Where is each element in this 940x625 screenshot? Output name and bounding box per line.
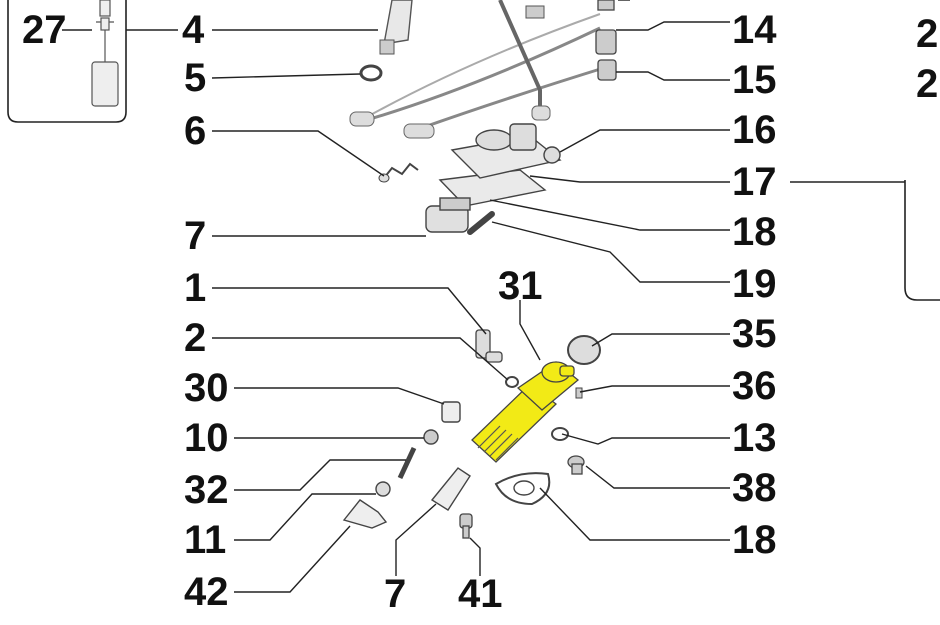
part-pump-element-highlighted xyxy=(471,361,580,463)
callout-11: 11 xyxy=(184,518,227,562)
part-fitting-38 xyxy=(567,455,585,475)
part-cap-35 xyxy=(567,335,601,365)
callout-41: 41 xyxy=(458,572,503,616)
part-tappet-7 xyxy=(430,467,471,511)
part-spring-coils xyxy=(477,425,519,461)
part-oring-13 xyxy=(551,427,569,441)
callout-30: 30 xyxy=(184,366,229,410)
leader-lines xyxy=(62,0,730,593)
callout-1: 1 xyxy=(184,266,207,310)
part-lever-42 xyxy=(342,499,388,529)
part-washer xyxy=(359,64,383,82)
part-pipe-end-left xyxy=(349,111,375,127)
part-washer-2 xyxy=(505,376,519,388)
part-gasket-18 xyxy=(494,472,551,506)
callout-35: 35 xyxy=(732,312,777,356)
callout-27: 27 xyxy=(22,8,67,52)
part-fuel-pipes xyxy=(359,0,611,134)
part-screw-41 xyxy=(459,513,473,539)
callout-18-lower: 18 xyxy=(732,518,777,562)
part-clip xyxy=(383,162,419,179)
callout-16: 16 xyxy=(732,108,777,152)
callout-15: 15 xyxy=(732,58,777,102)
callout-42: 42 xyxy=(184,570,229,614)
callout-36: 36 xyxy=(732,364,777,408)
callout-right-partial-1: 2 xyxy=(916,12,939,56)
callout-38: 38 xyxy=(732,466,777,510)
part-pipe-end-mid xyxy=(403,123,435,139)
callout-19: 19 xyxy=(732,262,777,306)
part-pin-36 xyxy=(575,387,583,399)
part-banjo-bolt xyxy=(525,5,545,19)
callout-13: 13 xyxy=(732,416,777,460)
part-sleeve-30 xyxy=(441,401,461,423)
callout-10: 10 xyxy=(184,416,229,460)
part-nut-10 xyxy=(423,429,439,445)
part-pump-head xyxy=(425,123,562,233)
callout-7-upper: 7 xyxy=(184,214,207,258)
part-bush-11 xyxy=(375,481,391,497)
part-nut-16 xyxy=(543,146,561,164)
part-clip-eye xyxy=(378,173,390,183)
callout-14: 14 xyxy=(732,8,777,52)
callout-31: 31 xyxy=(498,264,543,308)
callout-7-lower: 7 xyxy=(384,572,407,616)
callout-4: 4 xyxy=(182,8,205,52)
part-pipe-elbow xyxy=(531,105,551,121)
callout-32: 32 xyxy=(184,468,229,512)
callout-18-upper: 18 xyxy=(732,210,777,254)
part-delivery-valves xyxy=(595,0,617,81)
callout-right-partial-2: 2 xyxy=(916,62,939,106)
part-stud-32 xyxy=(397,446,417,480)
inset-box-right xyxy=(904,180,940,301)
callout-17: 17 xyxy=(732,160,777,204)
callout-2: 2 xyxy=(184,316,207,360)
part-gasket-hole xyxy=(513,480,535,496)
callout-6: 6 xyxy=(184,109,207,153)
part-injector xyxy=(379,0,413,55)
part-pin-19 xyxy=(467,211,495,235)
part-bolt-1 xyxy=(475,329,503,363)
inset-box-left xyxy=(7,0,127,123)
part-injector-inset xyxy=(91,0,119,107)
callout-5: 5 xyxy=(184,56,207,100)
